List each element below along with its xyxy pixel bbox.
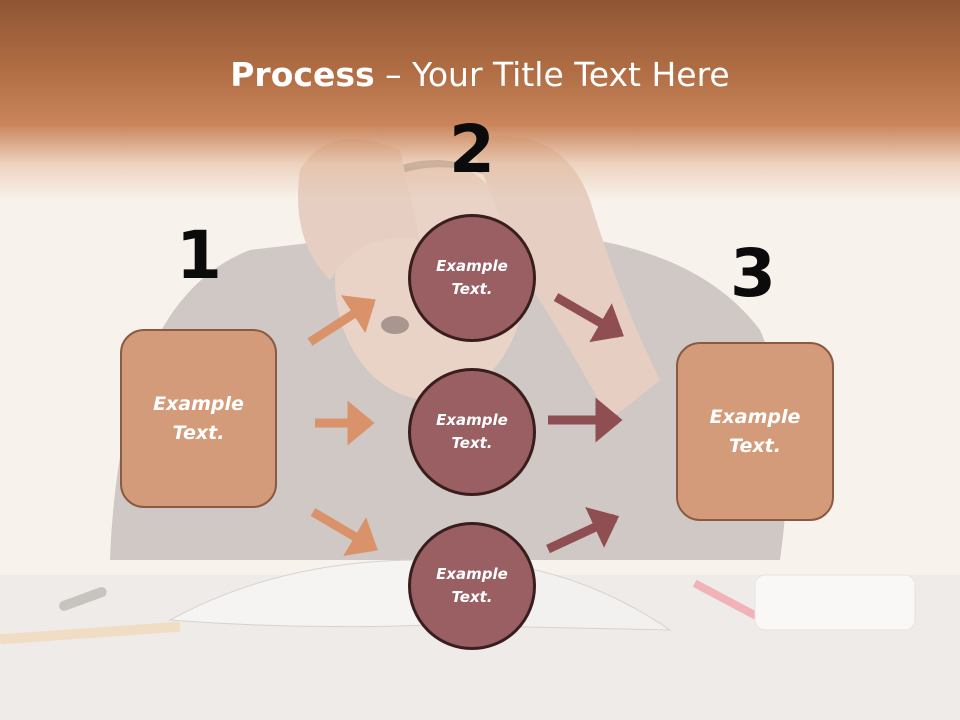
circle-top-line2: Text. (451, 280, 493, 298)
step-number-1: 1 (176, 217, 222, 294)
arrow-left-up (307, 295, 376, 346)
arrow-right-up (546, 507, 620, 554)
right-box-line2: Text. (729, 434, 781, 457)
step-number-2: 2 (449, 111, 495, 188)
circle-bottom-line1: Example (436, 565, 508, 583)
title-rest: – Your Title Text Here (374, 55, 730, 94)
right-box-line1: Example (709, 405, 801, 428)
title-bold: Process (230, 55, 375, 94)
arrow-left-down (310, 508, 378, 556)
arrow-right-down (553, 293, 624, 343)
left-box-line1: Example (153, 392, 244, 415)
title-band (0, 0, 960, 200)
circle-bottom-line2: Text. (451, 588, 493, 606)
circle-middle-line2: Text. (451, 434, 493, 452)
circle-top-line1: Example (436, 257, 508, 275)
slide-title: Process – Your Title Text Here (0, 55, 960, 94)
step-number-3: 3 (730, 235, 776, 312)
circle-middle-line1: Example (436, 411, 508, 429)
left-box-line2: Text. (172, 421, 225, 444)
